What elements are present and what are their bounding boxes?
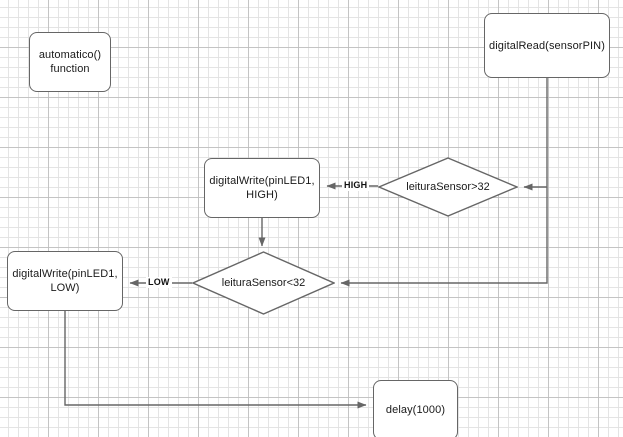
node-delay[interactable]: delay(1000) <box>373 380 458 437</box>
node-digital-write-low-label: digitalWrite(pinLED1, LOW) <box>12 267 117 295</box>
node-decision-greater-label: leituraSensor>32 <box>406 181 490 193</box>
node-digital-read-label: digitalRead(sensorPIN) <box>489 39 605 52</box>
node-decision-greater[interactable]: leituraSensor>32 <box>378 157 518 217</box>
node-automatico-line2: function <box>50 63 90 75</box>
node-digital-write-low[interactable]: digitalWrite(pinLED1, LOW) <box>7 251 123 311</box>
node-delay-label: delay(1000) <box>385 404 446 416</box>
node-digital-write-high-label: digitalWrite(pinLED1, HIGH) <box>209 174 314 202</box>
node-automatico-function[interactable]: automatico() function <box>29 32 111 92</box>
node-decision-less[interactable]: leituraSensor<32 <box>192 251 335 315</box>
node-automatico-line1: automatico() <box>38 49 102 61</box>
node-digital-write-high-line1: digitalWrite(pinLED1, <box>209 175 315 187</box>
node-automatico-label: automatico() function <box>39 48 101 76</box>
node-digital-write-high-line2: HIGH) <box>246 189 278 201</box>
decision-greater-shape <box>378 157 518 217</box>
edge-label-high: HIGH <box>342 180 370 191</box>
edge-label-low: LOW <box>146 277 172 288</box>
edge-low-to-delay <box>64 311 367 409</box>
node-digital-read[interactable]: digitalRead(sensorPIN) <box>484 13 610 78</box>
node-digital-write-low-line2: LOW) <box>50 282 80 294</box>
decision-less-shape <box>192 251 335 315</box>
node-decision-less-label: leituraSensor<32 <box>221 277 306 289</box>
node-digital-write-high[interactable]: digitalWrite(pinLED1, HIGH) <box>204 158 320 218</box>
node-digital-write-low-line1: digitalWrite(pinLED1, <box>12 268 118 280</box>
